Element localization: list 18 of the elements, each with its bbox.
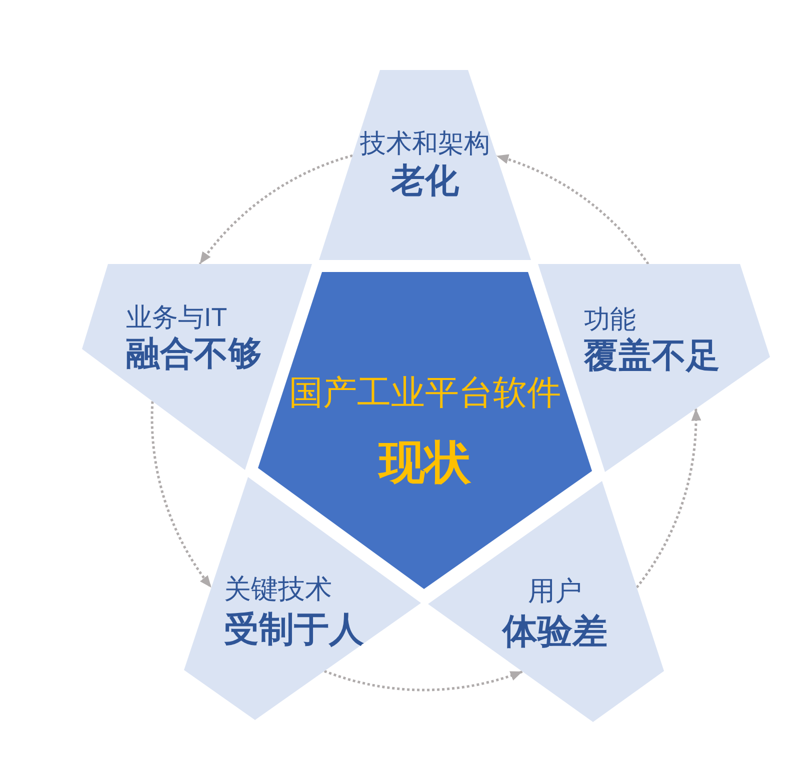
trapezoid-panel xyxy=(319,70,531,260)
panel-heading: 覆盖不足 xyxy=(584,337,720,377)
panel-label: 用户 xyxy=(528,576,582,608)
curved-arrow xyxy=(324,670,523,692)
panel-heading: 融合不够 xyxy=(126,335,262,375)
panel-label: 关键技术 xyxy=(224,574,332,606)
panel-label: 技术和架构 xyxy=(360,129,490,159)
curved-arrow xyxy=(636,408,701,588)
curved-arrow xyxy=(151,401,212,588)
panel-label: 功能 xyxy=(584,305,636,335)
panel-heading: 受制于人 xyxy=(224,610,364,650)
curved-arrow xyxy=(496,154,650,265)
center-label: 国产工业平台软件 xyxy=(289,374,561,414)
center-heading: 现状 xyxy=(379,436,471,488)
panel-heading: 体验差 xyxy=(502,612,608,652)
panel-heading: 老化 xyxy=(391,162,459,202)
curved-arrow xyxy=(198,154,353,265)
panel-label: 业务与IT xyxy=(126,303,228,333)
